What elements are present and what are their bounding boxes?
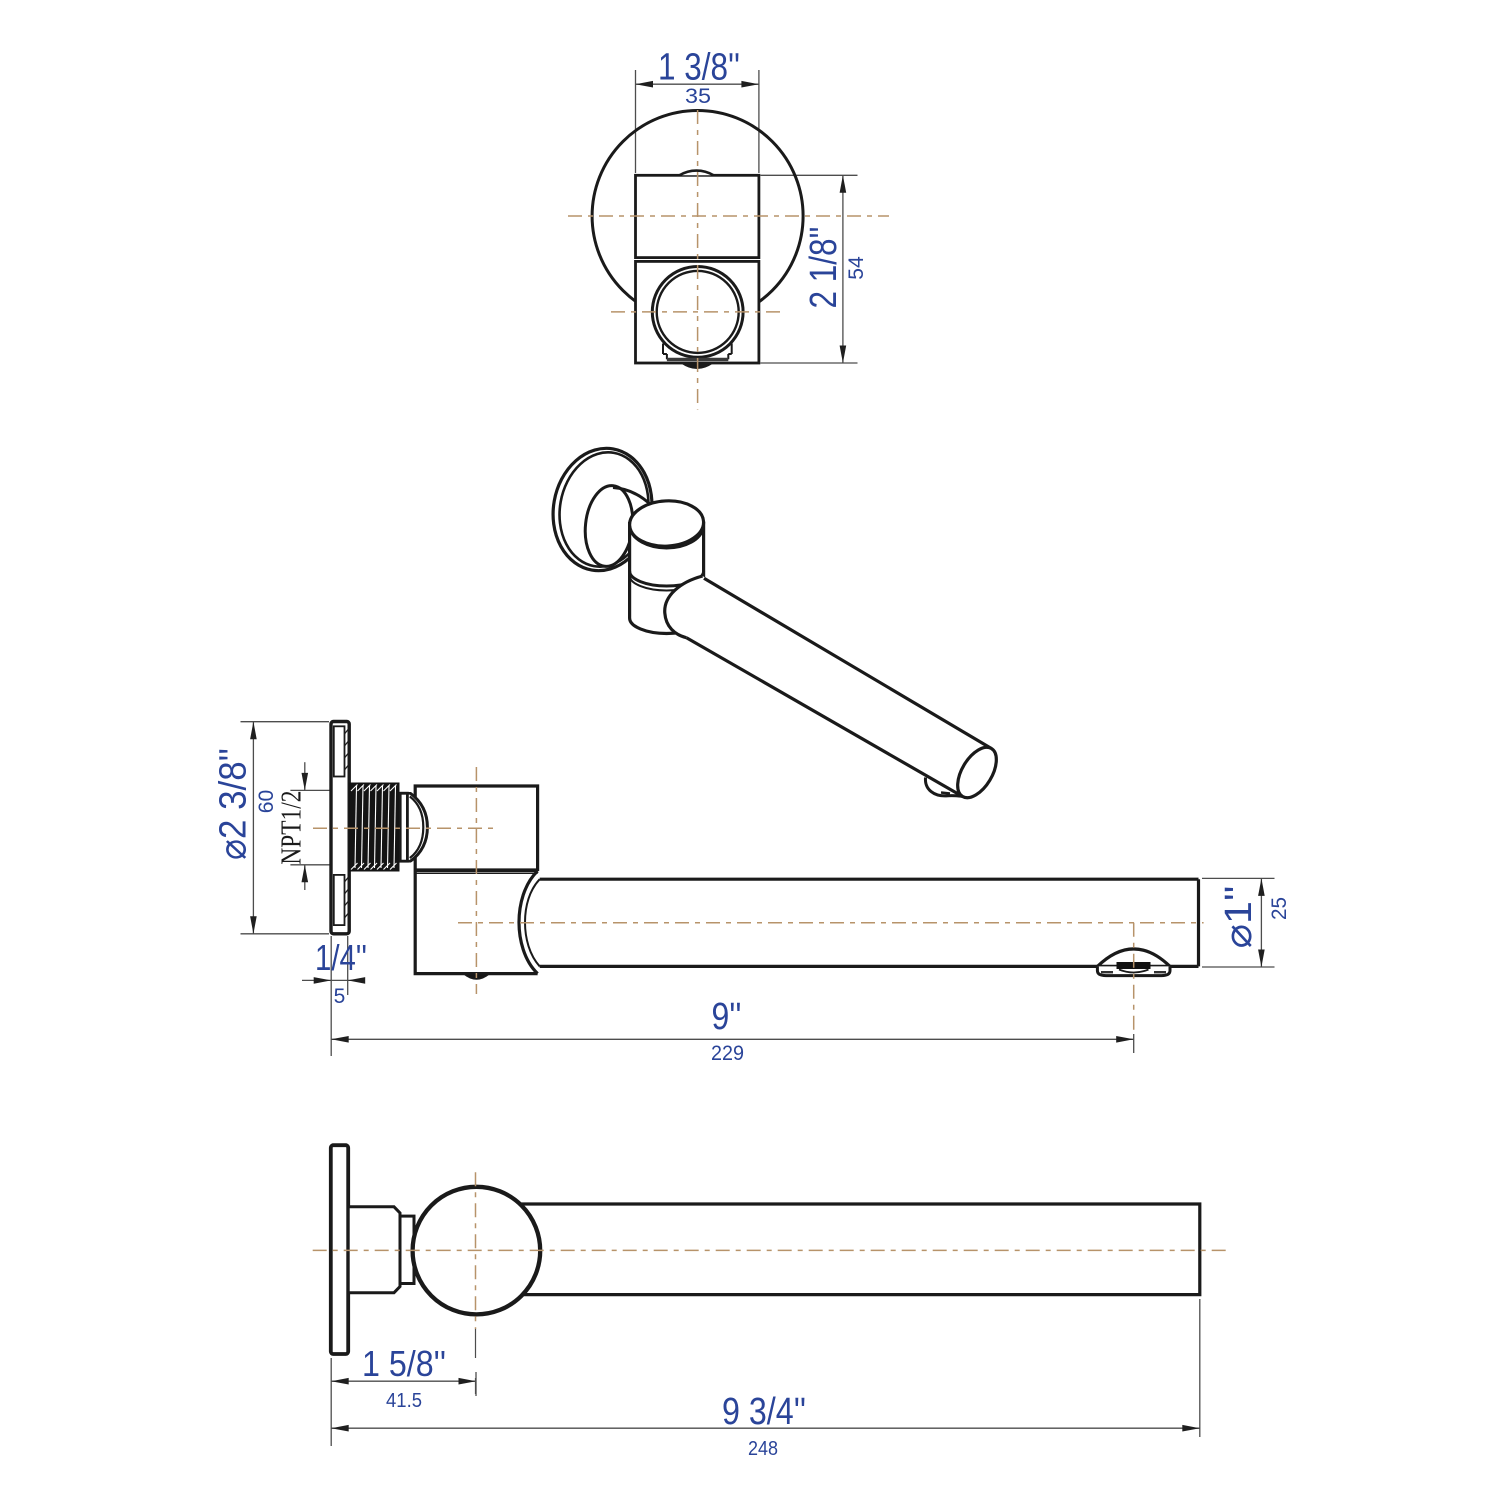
svg-text:⌀2 3/8'': ⌀2 3/8'' (213, 748, 255, 860)
svg-text:41.5: 41.5 (386, 1390, 422, 1412)
svg-text:1 5/8'': 1 5/8'' (362, 1343, 446, 1384)
svg-text:248: 248 (748, 1438, 778, 1460)
svg-text:229: 229 (711, 1042, 744, 1065)
svg-text:54: 54 (845, 256, 868, 280)
svg-text:25: 25 (1268, 897, 1291, 920)
svg-text:9'': 9'' (712, 996, 742, 1038)
svg-text:NPT1/2: NPT1/2 (277, 791, 308, 865)
svg-text:1/4'': 1/4'' (315, 937, 367, 978)
svg-text:2 1/8'': 2 1/8'' (803, 227, 845, 309)
svg-text:60: 60 (255, 790, 278, 814)
svg-text:35: 35 (685, 85, 711, 108)
svg-text:9 3/4'': 9 3/4'' (722, 1391, 806, 1433)
svg-text:5: 5 (334, 985, 346, 1008)
svg-text:⌀1'': ⌀1'' (1218, 886, 1260, 949)
svg-text:1 3/8'': 1 3/8'' (658, 47, 740, 89)
